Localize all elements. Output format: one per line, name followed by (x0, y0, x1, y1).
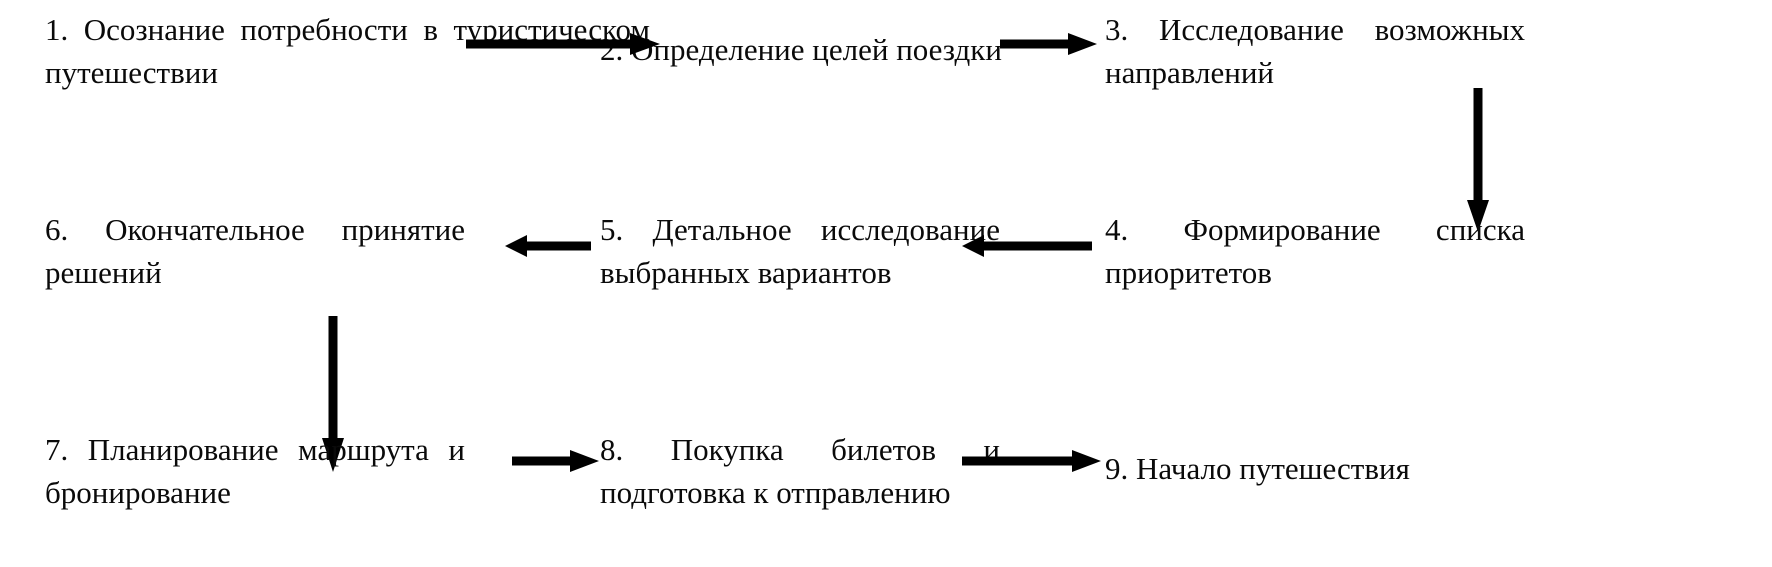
connector-arrow-4-to-5 (962, 232, 1092, 260)
flow-step-1: 1. Осознание потребности в туристическом… (45, 12, 650, 90)
flow-step-6: 6. Окончательное принятие решений (45, 212, 465, 290)
connector-arrow-2-to-3 (1000, 30, 1098, 58)
connector-arrow-8-to-9 (962, 447, 1102, 475)
connector-arrow-6-to-7 (317, 316, 349, 474)
connector-arrow-5-to-6 (505, 232, 591, 260)
flow-step-2: 2. Определение целей поездки (600, 32, 1002, 67)
flow-step-7: 7. Планирование маршрута и бронирование (45, 432, 465, 510)
flow-step-3: 3. Исследование возможных направлений (1105, 12, 1525, 90)
connector-arrow-7-to-8 (512, 447, 600, 475)
flow-step-8: 8. Покупка билетов и подготовка к отправ… (600, 432, 1000, 510)
connector-arrow-1-to-2 (466, 30, 662, 58)
flow-step-5: 5. Детальное исследование выбранных вари… (600, 212, 1000, 290)
flow-step-4: 4. Формирование списка приоритетов (1105, 212, 1525, 290)
flow-step-9: 9. Начало путешествия (1105, 451, 1410, 486)
connector-arrow-3-to-4 (1462, 88, 1494, 234)
